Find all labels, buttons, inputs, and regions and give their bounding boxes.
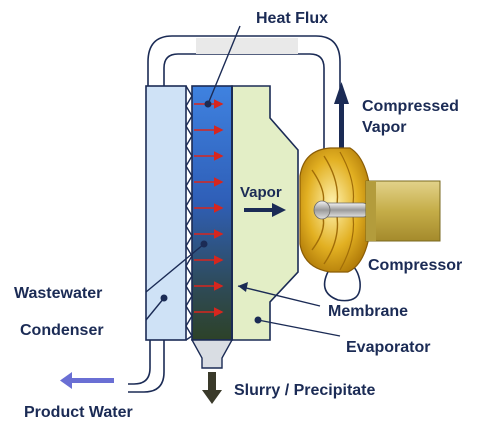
heat-flux-label: Heat Flux	[256, 10, 329, 27]
compressed-vapor-arrow	[334, 82, 349, 162]
wastewater-label: Wastewater	[14, 285, 103, 302]
membrane-label: Membrane	[328, 303, 409, 320]
condenser-column	[145, 85, 187, 341]
vapor-arrow	[244, 203, 286, 217]
heat-flux-arrows	[194, 99, 224, 317]
compressor-label: Compressor	[368, 257, 463, 274]
condenser-dot	[160, 294, 168, 302]
heat-flux-dot	[204, 100, 212, 108]
leader-lines	[145, 25, 341, 337]
vapor-label: Vapor	[240, 184, 282, 201]
compressed-vapor-label-line2: Vapor	[362, 119, 407, 136]
product-water-label: Product Water	[24, 404, 133, 421]
compressor-motor	[365, 180, 441, 242]
wastewater-dot	[200, 240, 208, 248]
condenser-label: Condenser	[20, 322, 104, 339]
product-water-pipe	[128, 340, 165, 393]
evaporator-dot	[254, 316, 262, 324]
wastewater-channel	[191, 85, 233, 341]
evaporator-body	[231, 85, 299, 341]
vapor-loop-pipe	[147, 35, 341, 150]
evaporator-label: Evaporator	[346, 339, 431, 356]
product-water-arrow	[60, 372, 114, 389]
slurry-precipitate-label: Slurry / Precipitate	[234, 382, 376, 399]
compressor-return-loop	[323, 261, 361, 302]
heat-transfer-surface	[185, 85, 193, 341]
slurry-arrow	[202, 372, 222, 404]
membrane-pointer	[238, 282, 248, 292]
slurry-funnel	[190, 339, 234, 369]
compressed-vapor-label-line1: Compressed	[362, 98, 459, 115]
